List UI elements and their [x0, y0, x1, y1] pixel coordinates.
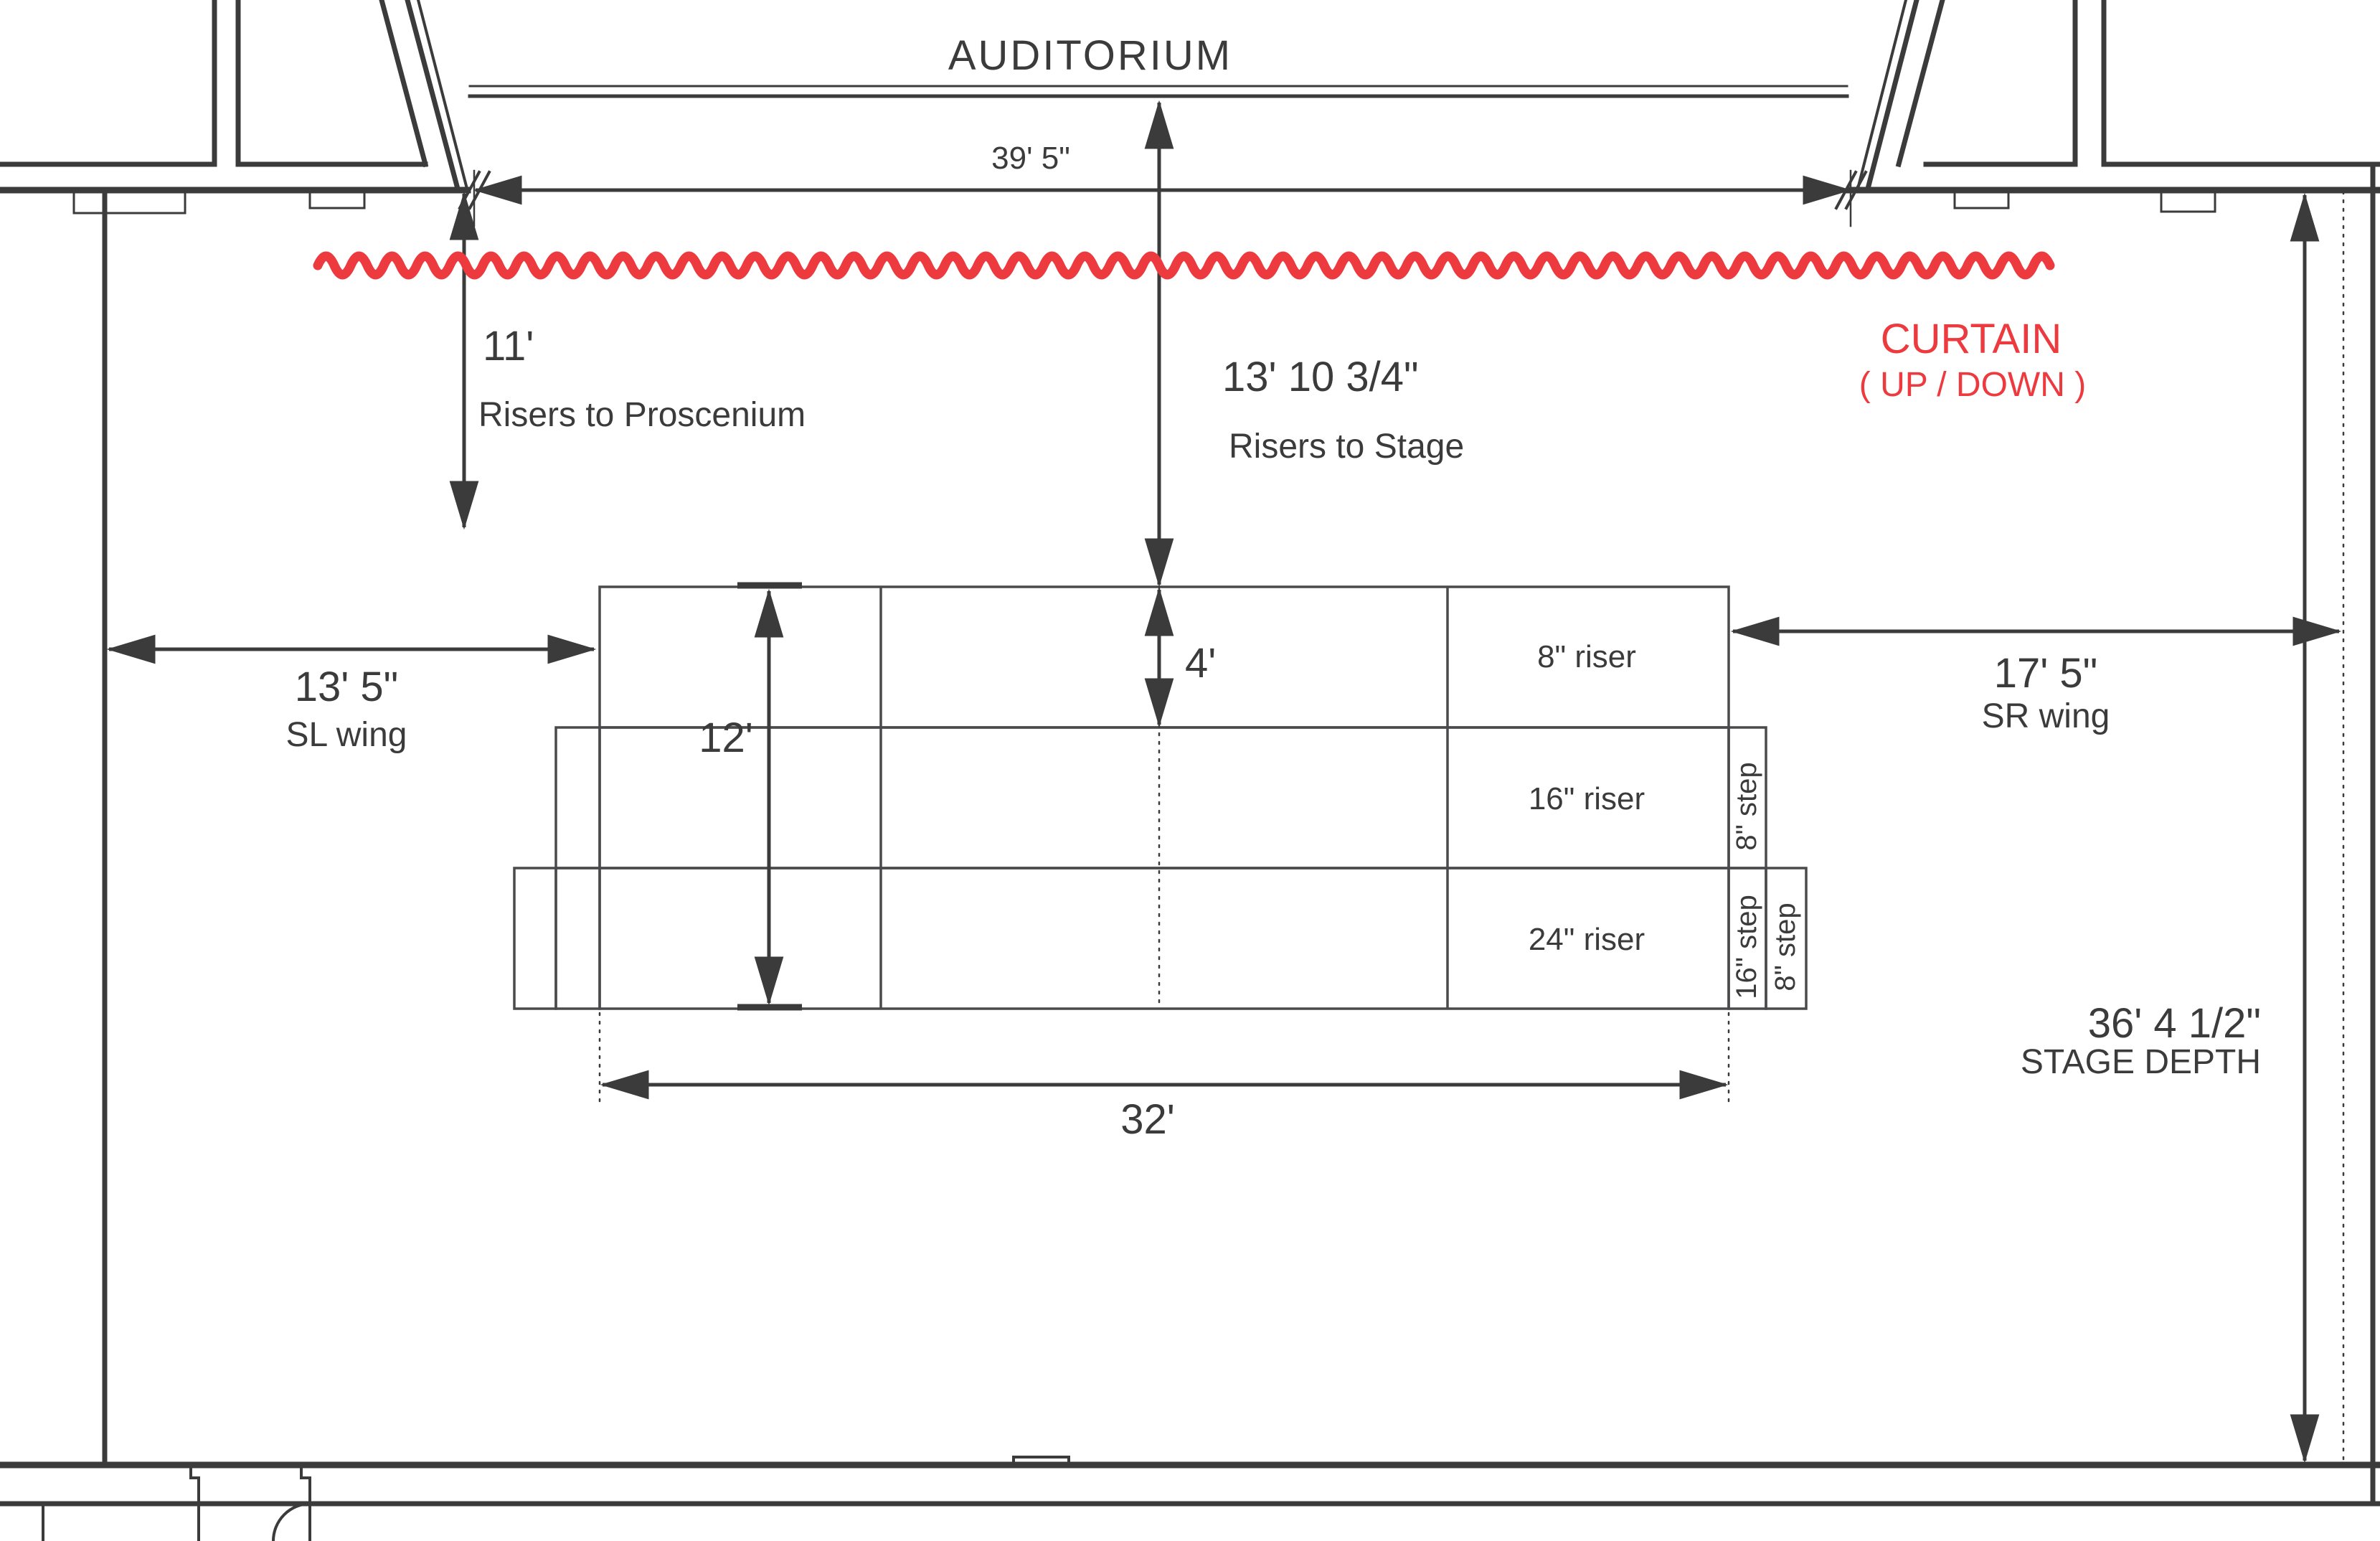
back-wall-fixture	[1012, 1456, 1070, 1466]
proscenium-width-value: 39' 5"	[991, 141, 1070, 176]
riser-row-depth-value: 4'	[1185, 640, 1216, 687]
stage-depth-label: STAGE DEPTH	[2021, 1043, 2261, 1081]
sl-wing-label: SL wing	[286, 716, 407, 754]
curtain-sublabel: ( UP / DOWN )	[1859, 366, 2086, 404]
riser-platforms	[513, 585, 1808, 1010]
curtain-line	[313, 251, 2055, 280]
stage-walls	[0, 161, 2380, 1541]
sr-wing-value: 17' 5"	[1994, 650, 2098, 697]
step-8in-outer-label: 8" step	[1770, 903, 1801, 991]
riser-8in-label: 8" riser	[1537, 639, 1636, 674]
riser-24in-label: 24" riser	[1529, 922, 1645, 957]
curtain-label: CURTAIN	[1881, 316, 2062, 362]
auditorium-walls	[0, 0, 2380, 192]
risers-to-stage-label: Risers to Stage	[1229, 428, 1464, 466]
sr-wing-label: SR wing	[1982, 697, 2110, 735]
riser-total-depth-value: 12'	[699, 715, 753, 761]
risers-to-proscenium-label: Risers to Proscenium	[478, 396, 806, 434]
riser-16in-label: 16" riser	[1529, 781, 1645, 816]
step-box-8in-outer	[1765, 867, 1808, 1010]
risers-to-proscenium-value: 11'	[483, 323, 534, 369]
door-swing-arc	[271, 1502, 313, 1541]
riser-width-value: 32'	[1120, 1096, 1175, 1143]
risers-to-stage-value: 13' 10 3/4"	[1222, 354, 1419, 400]
dimension-lines	[106, 100, 2342, 1464]
auditorium-label: AUDITORIUM	[948, 32, 1232, 79]
step-8in-label: 8" step	[1731, 762, 1762, 850]
step-16in-label: 16" step	[1731, 895, 1762, 999]
sl-wing-value: 13' 5"	[295, 664, 399, 710]
stage-depth-value: 36' 4 1/2"	[2088, 1000, 2261, 1047]
